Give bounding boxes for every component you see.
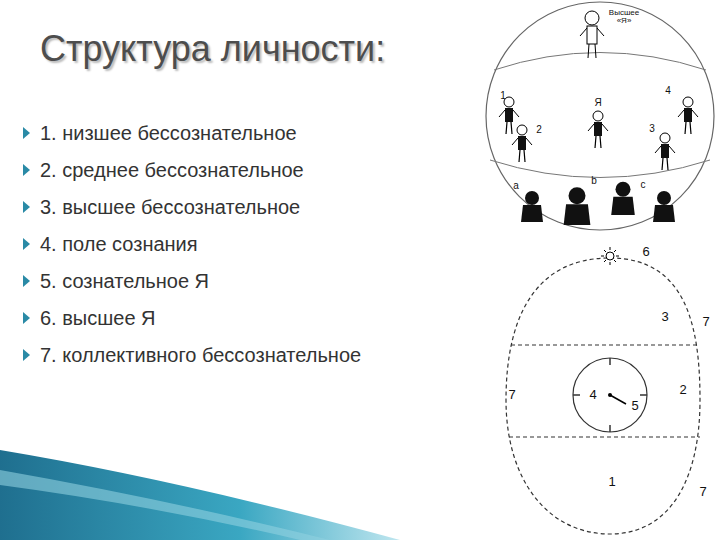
- callout-number: b: [591, 175, 597, 187]
- callout-number: 2: [536, 124, 542, 136]
- callout-number: 2: [679, 383, 686, 398]
- callout-number: 7: [508, 388, 515, 403]
- callout-number: c: [641, 179, 646, 191]
- figure-label: Я: [594, 97, 601, 109]
- callout-number: a: [513, 180, 519, 192]
- list-item: 2. среднее бессознательное: [40, 159, 304, 182]
- list-item: 4. поле сознания: [40, 233, 198, 256]
- list-item: 7. коллективного бессознательное: [40, 344, 361, 367]
- sun-symbol: [601, 247, 619, 265]
- callout-number: 3: [661, 310, 668, 325]
- list-item: 1. низшее бессознательное: [40, 122, 297, 145]
- callout-number: 7: [702, 315, 709, 330]
- egg-diagram: [506, 258, 700, 534]
- callout-number: 4: [589, 388, 596, 403]
- callout-number: 7: [699, 485, 706, 500]
- field-circle: [573, 358, 647, 432]
- list-item: 3. высшее бессознательное: [40, 196, 300, 219]
- list-item: 5. сознательное Я: [40, 270, 209, 293]
- slide-title: Структура личности:: [40, 28, 385, 69]
- callout-number: 1: [608, 475, 615, 490]
- callout-number: 1: [500, 90, 506, 102]
- figure-label: Высшее «Я»: [607, 9, 641, 26]
- callout-number: 3: [649, 123, 655, 135]
- list-item: 6. высшее Я: [40, 307, 156, 330]
- corner-swoosh: [0, 450, 400, 540]
- corner-stripe: [0, 470, 330, 540]
- persons-circle: [486, 2, 714, 230]
- list-bullets: [23, 127, 30, 361]
- callout-number: 5: [631, 399, 638, 414]
- callout-number: 4: [665, 85, 671, 97]
- callout-number: 6: [642, 245, 649, 260]
